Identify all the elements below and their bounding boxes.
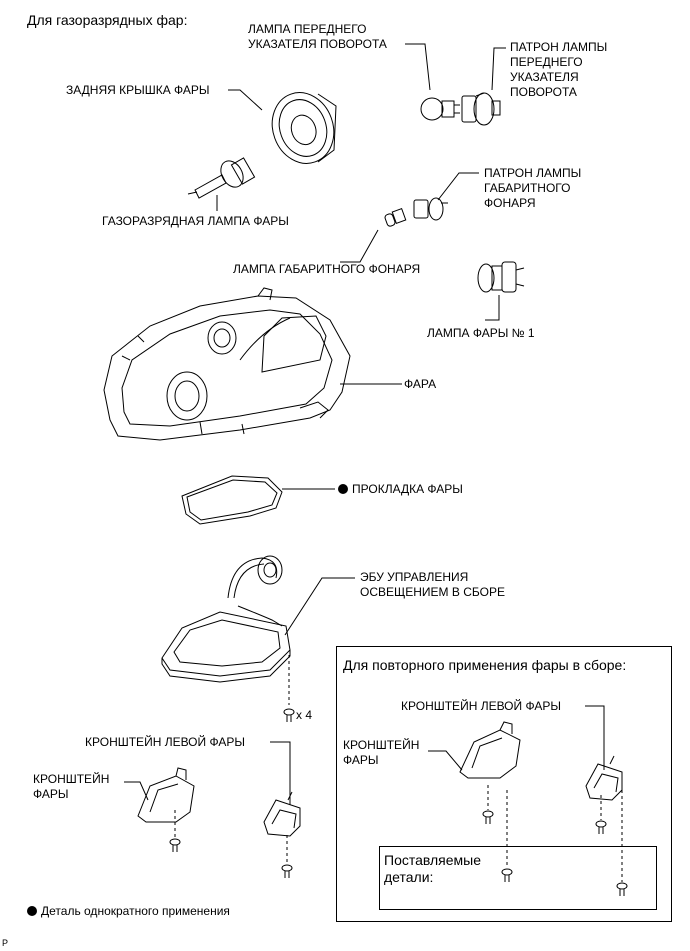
headlight-bulb-1-icon [477, 261, 525, 293]
bolt-lines [174, 655, 623, 882]
screw-icon [281, 864, 293, 878]
gasket-icon [181, 475, 283, 525]
label-bracket: КРОНШТЕЙН ФАРЫ [33, 772, 110, 801]
discharge-bulb-icon [187, 157, 256, 199]
screw-icon [283, 708, 295, 722]
label-gasket: ПРОКЛАДКА ФАРЫ [352, 482, 463, 496]
page-title: Для газоразрядных фар: [27, 12, 188, 28]
footer-code: P [2, 938, 9, 948]
reuse-label-left-bracket: КРОНШТЕЙН ЛЕВОЙ ФАРЫ [401, 699, 561, 713]
legend-bullet [27, 906, 37, 916]
ecu-assembly-icon [161, 555, 291, 683]
front-turn-socket-icon [461, 92, 501, 126]
screw-icon [595, 820, 607, 834]
reuse-box [336, 646, 672, 922]
legend-text: Деталь однократного применения [41, 904, 230, 918]
reuse-left-bracket-icon [585, 755, 623, 801]
clearance-socket-icon [413, 197, 448, 221]
screw-icon [501, 868, 513, 882]
reuse-box-title: Для повторного применения фары в сборе: [343, 657, 627, 673]
headlight-assembly-icon [103, 287, 351, 441]
reuse-bracket-icon [459, 721, 521, 779]
left-bracket-icon [263, 791, 301, 837]
bracket-icon [137, 767, 195, 823]
screw-icon [616, 882, 628, 896]
label-clearance-socket: ПАТРОН ЛАМПЫ ГАБАРИТНОГО ФОНАРЯ [484, 166, 582, 210]
screw-icon [169, 838, 181, 852]
label-clearance-lamp: ЛАМПА ГАБАРИТНОГО ФОНАРЯ [233, 262, 421, 276]
rear-cover-icon [271, 92, 337, 164]
reuse-label-bracket: КРОНШТЕЙН ФАРЫ [343, 738, 420, 767]
supplied-parts-label: Поставляемые детали: [384, 852, 482, 885]
label-ecu: ЭБУ УПРАВЛЕНИЯ ОСВЕЩЕНИЕМ В СБОРЕ [360, 570, 505, 599]
front-turn-lamp-icon [420, 97, 460, 121]
screw-icon [482, 810, 494, 824]
clearance-lamp-icon [384, 208, 407, 227]
supplied-parts-box [379, 846, 657, 910]
label-front-turn-socket: ПАТРОН ЛАМПЫ ПЕРЕДНЕГО УКАЗАТЕЛЯ ПОВОРОТ… [510, 40, 608, 99]
one-time-use-bullet [338, 484, 348, 494]
label-front-turn-lamp: ЛАМПА ПЕРЕДНЕГО УКАЗАТЕЛЯ ПОВОРОТА [248, 22, 387, 51]
label-screw-count: x 4 [296, 708, 313, 722]
leader-lines [124, 43, 605, 805]
label-headlight-bulb-1: ЛАМПА ФАРЫ № 1 [427, 326, 535, 340]
label-discharge-bulb: ГАЗОРАЗРЯДНАЯ ЛАМПА ФАРЫ [102, 214, 289, 228]
label-headlight: ФАРА [404, 377, 437, 391]
label-rear-cover: ЗАДНЯЯ КРЫШКА ФАРЫ [66, 83, 210, 97]
label-left-bracket: КРОНШТЕЙН ЛЕВОЙ ФАРЫ [85, 735, 245, 749]
